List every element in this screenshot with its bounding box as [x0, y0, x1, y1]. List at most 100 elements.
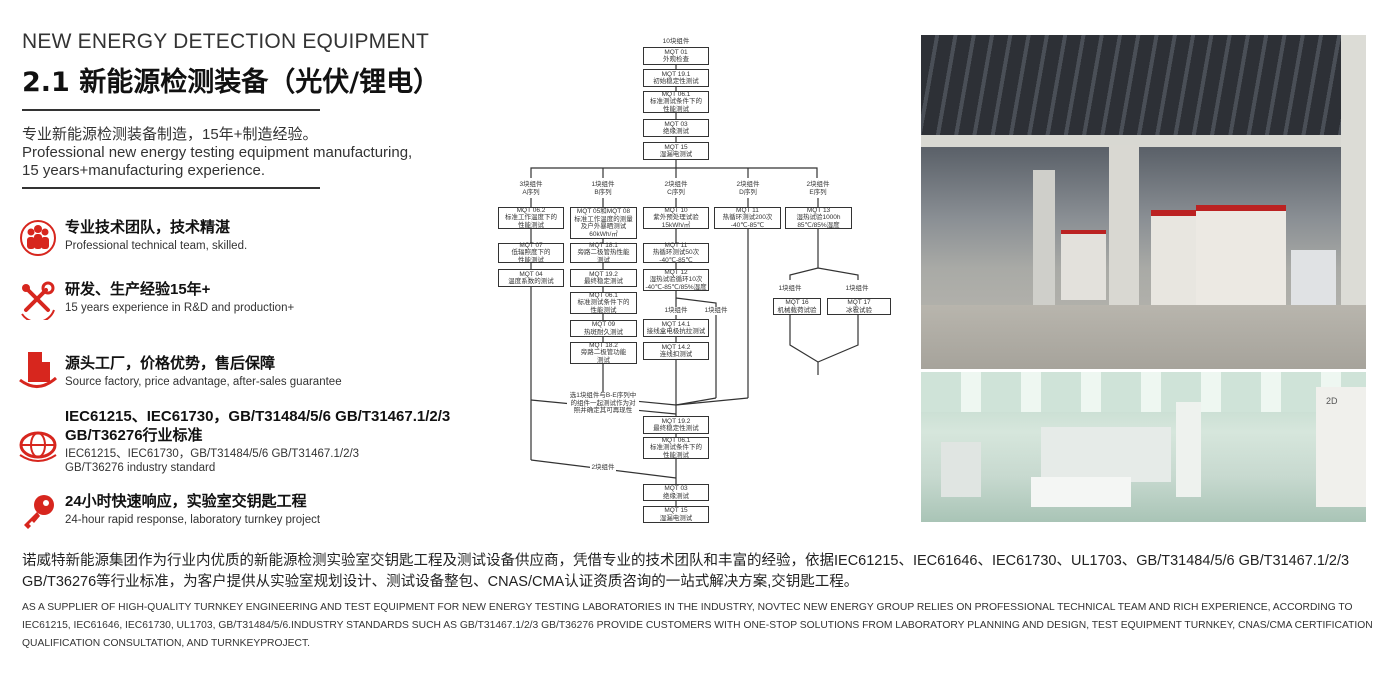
flow-box-line: 初始稳定性测试: [653, 78, 699, 85]
feature-subtitle: IEC61215、IEC61730，GB/T31484/5/6 GB/T3146…: [65, 448, 360, 460]
intro-cn: 专业新能源检测装备制造，15年+制造经验。: [22, 126, 318, 143]
flow-box-line: MQT 15: [664, 143, 688, 151]
flow-box-line: 热循环测试200次: [722, 214, 773, 222]
team-icon: [20, 220, 56, 256]
flow-box-line: 机械载荷试验: [777, 306, 817, 314]
feature-title: 专业技术团队，技术精湛: [65, 219, 231, 236]
flow-box-line: MQT 06.1: [661, 436, 691, 444]
section-title-en: NEW ENERGY DETECTION EQUIPMENT: [22, 30, 429, 53]
flow-box-line: 标准测试条件下的: [577, 299, 630, 307]
flow-label-line: 照并确定其可再现性: [573, 407, 633, 414]
flow-box-line: MQT 06.1: [661, 90, 691, 98]
flow-box-line: 标准工作温度的测量: [574, 215, 633, 223]
feature-subtitle: GB/T36276 industry standard: [65, 462, 216, 474]
feature-factory: 源头工厂，价格优势，售后保障 Source factory, price adv…: [18, 352, 488, 389]
flow-box-line: 性能测试: [663, 105, 689, 113]
feature-subtitle: 24-hour rapid response, laboratory turnk…: [65, 514, 321, 526]
flow-box-line: MQT 05和MQT 08: [576, 208, 631, 215]
flow-box-line: MQT 19.1: [661, 70, 691, 78]
flow-box-line: MQT 07: [519, 241, 543, 249]
flow-label-line: 2块组件: [736, 181, 760, 188]
flow-box-line: 热循环测试50次: [652, 249, 700, 257]
flow-box-line: MQT 01: [664, 48, 688, 56]
flow-label-line: 2块组件: [664, 181, 688, 188]
flow-box-line: 湿漏电测试: [659, 151, 693, 158]
flow-box-line: MQT 03: [664, 120, 688, 128]
flow-box-line: -40℃-85℃/85%湿度: [645, 283, 707, 291]
flow-branch-label: 1块组件: [660, 307, 692, 315]
flow-box-line: 温度系数的测试: [508, 278, 554, 285]
feature-title: IEC61215、IEC61730，GB/T31484/5/6 GB/T3146…: [65, 408, 451, 425]
divider: [22, 109, 320, 111]
flow-box-line: MQT 11: [664, 241, 688, 249]
section-title-cn: 2.1 新能源检测装备（光伏/锂电）: [22, 67, 441, 98]
flow-label-line: 2块组件: [806, 181, 830, 188]
flow-box-line: 性能测试: [663, 451, 689, 459]
lab-photo-bottom: 2D: [921, 372, 1366, 522]
flow-box-line: MQT 10: [664, 206, 688, 214]
flow-box-line: 标准测试条件下的: [650, 444, 702, 452]
flow-box-line: MQT 19.2: [589, 270, 618, 278]
flow-box-line: MQT 06.2: [516, 206, 546, 214]
feature-title: 研发、生产经验15年+: [65, 281, 211, 298]
tools-icon: [21, 281, 55, 320]
sample-count-label: 10块组件: [651, 38, 701, 46]
flow-branch-label: 1块组件: [700, 307, 732, 315]
flow-box-line: 旁路二极管热性能: [577, 249, 630, 257]
flow-branch-label: 1块组件: [840, 285, 874, 293]
flow-box-line: 湿漏电测试: [659, 514, 693, 522]
flow-box-line: 接线盒电极抗拉测试: [646, 328, 706, 335]
flow-box-line: MQT 13: [806, 206, 831, 214]
photo-sign: 2D: [1326, 396, 1338, 406]
key-icon: [24, 495, 54, 529]
flow-box-line: MQT 09: [591, 321, 616, 328]
flow-label-line: 的组件一起测试作为对: [570, 399, 636, 407]
flow-box-line: 85℃/85%湿度: [797, 221, 840, 229]
flow-box-line: 湿热试验循环10次: [649, 276, 703, 284]
flow-box-line: 外观检查: [663, 56, 689, 63]
flow-box-line: 性能测试: [518, 221, 544, 229]
flow-box-line: 性能测试: [518, 256, 544, 264]
flow-box-line: MQT 14.1: [661, 320, 691, 328]
flow-box-line: 及户外暴晒测试: [580, 223, 627, 230]
flow-box-line: MQT 18.1: [589, 241, 618, 249]
intro-en-1: Professional new energy testing equipmen…: [22, 144, 413, 161]
flow-label-line: A序列: [522, 188, 540, 196]
flow-box-line: MQT 16: [785, 299, 809, 306]
flow-box-line: -40℃-85℃: [730, 221, 765, 229]
feature-team: 专业技术团队，技术精湛 Professional technical team,…: [18, 218, 488, 256]
feature-title: 24小时快速响应，实验室交钥匙工程: [65, 493, 307, 510]
globe-standard-icon: [19, 431, 57, 462]
flow-label-line: E序列: [809, 188, 827, 196]
flow-label-line: B序列: [594, 188, 612, 196]
flow-box-line: MQT 03: [664, 485, 688, 492]
feature-title: GB/T36276行业标准: [65, 427, 203, 444]
flow-box-line: MQT 19.2: [661, 417, 691, 425]
flow-label-line: C序列: [667, 188, 685, 196]
divider: [22, 187, 320, 189]
intro-en-2: 15 years+manufacturing experience.: [22, 162, 266, 179]
flow-box-line: 湿热试验1000h: [796, 214, 841, 222]
company-description: 诺威特新能源集团作为行业内优质的新能源检测实验室交钥匙工程及测试设备供应商，凭借…: [22, 551, 1382, 653]
flow-label-line: D序列: [739, 188, 757, 196]
sample-count-label: 2块组件: [590, 464, 616, 472]
